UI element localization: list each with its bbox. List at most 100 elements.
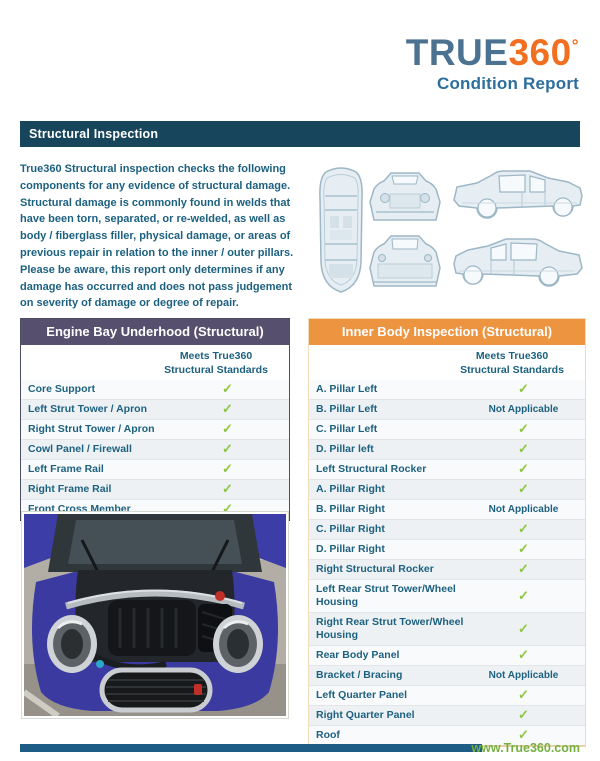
component-label: Right Structural Rocker (316, 563, 434, 575)
left-headlight (47, 615, 97, 673)
check-icon: ✓ (518, 587, 529, 603)
right-headlight (213, 615, 263, 673)
status-cell: ✓ (180, 482, 275, 496)
check-icon: ✓ (222, 501, 233, 516)
component-label: Right Strut Tower / Apron (28, 423, 155, 435)
diagram-front-view (369, 172, 441, 221)
status-cell: ✓ (476, 622, 571, 636)
engine-bay-table-title: Engine Bay Underhood (Structural) (21, 319, 289, 345)
section-header-bar: Structural Inspection (20, 121, 580, 147)
status-cell: ✓ (180, 401, 275, 416)
check-icon: ✓ (518, 441, 529, 456)
table-row: Bracket / Bracing Not Applicable (309, 665, 585, 685)
component-label: D. Pillar left (316, 443, 374, 455)
check-icon: ✓ (518, 381, 529, 396)
component-label: Rear Body Panel (316, 649, 400, 661)
status-cell: ✓ (476, 647, 571, 662)
status-cell: ✓ (476, 441, 571, 456)
component-label: A. Pillar Left (316, 383, 378, 395)
component-label: B. Pillar Right (316, 503, 385, 515)
engine-bay-table: Engine Bay Underhood (Structural) Meets … (20, 318, 290, 521)
table-row: Right Structural Rocker ✓ (309, 559, 585, 579)
status-cell: ✓ (476, 522, 571, 536)
component-label: Left Strut Tower / Apron (28, 403, 147, 415)
status-cell: Not Applicable (476, 503, 571, 516)
footer-website-link[interactable]: www.True360.com (471, 741, 580, 755)
check-icon: ✓ (222, 381, 233, 396)
diagram-side-view-right (453, 170, 583, 219)
status-cell: ✓ (180, 421, 275, 436)
component-label: C. Pillar Left (316, 423, 378, 435)
standards-line1: Meets True360 (179, 350, 253, 362)
component-label: Right Frame Rail (28, 483, 112, 495)
inner-body-table-title: Inner Body Inspection (Structural) (309, 319, 585, 345)
check-icon: ✓ (222, 401, 233, 416)
status-cell: Not Applicable (476, 403, 571, 416)
table-row: Rear Body Panel ✓ (309, 645, 585, 665)
check-icon: ✓ (518, 461, 529, 476)
intro-paragraph: True360 Structural inspection checks the… (20, 163, 294, 310)
diagram-side-view-left (453, 238, 583, 287)
component-label: Right Rear Strut Tower/Wheel Housing (316, 616, 464, 641)
table-row: Right Frame Rail ✓ (21, 479, 289, 499)
table-row: Core Support ✓ (21, 380, 289, 399)
table-row: B. Pillar Left Not Applicable (309, 399, 585, 419)
standards-line2: Structural Standards (164, 363, 268, 376)
diagram-top-view (319, 167, 363, 293)
status-cell: ✓ (476, 482, 571, 496)
not-applicable-text: Not Applicable (488, 504, 559, 515)
not-applicable-text: Not Applicable (488, 404, 559, 415)
status-cell: ✓ (180, 462, 275, 476)
component-label: Cowl Panel / Firewall (28, 443, 132, 455)
table-row: Left Quarter Panel ✓ (309, 685, 585, 705)
diagram-rear-view (369, 235, 441, 287)
engine-bay-rows: Core Support ✓ Left Strut Tower / Apron … (21, 380, 289, 519)
component-label: Roof (316, 729, 340, 741)
table-row: Right Quarter Panel ✓ (309, 705, 585, 725)
component-label: Left Frame Rail (28, 463, 104, 475)
component-label: A. Pillar Right (316, 483, 385, 495)
table-row: Roof ✓ (309, 725, 585, 745)
check-icon: ✓ (518, 687, 529, 702)
logo-subtitle: Condition Report (436, 74, 579, 93)
check-icon: ✓ (518, 541, 529, 556)
status-cell: ✓ (476, 687, 571, 702)
not-applicable-text: Not Applicable (488, 670, 559, 681)
check-icon: ✓ (222, 441, 233, 456)
status-cell: ✓ (476, 562, 571, 576)
standards-line1: Meets True360 (475, 350, 549, 362)
status-cell: ✓ (180, 501, 275, 516)
logo-degree-symbol: ° (571, 36, 579, 55)
check-icon: ✓ (222, 421, 233, 436)
check-icon: ✓ (518, 647, 529, 662)
status-cell: Not Applicable (476, 669, 571, 682)
table-row: B. Pillar Right Not Applicable (309, 499, 585, 519)
component-label: D. Pillar Right (316, 543, 385, 555)
check-icon: ✓ (518, 707, 529, 722)
logo-true-text: TRUE (405, 32, 509, 73)
check-icon: ✓ (518, 727, 529, 742)
status-cell: ✓ (180, 381, 275, 396)
component-label: B. Pillar Left (316, 403, 378, 415)
table-row: Right Rear Strut Tower/Wheel Housing ✓ (309, 612, 585, 645)
table-row: Left Rear Strut Tower/Wheel Housing ✓ (309, 579, 585, 612)
table-row: Left Strut Tower / Apron ✓ (21, 399, 289, 419)
standards-column-header: Meets True360 Structural Standards (149, 350, 283, 377)
status-cell: ✓ (476, 381, 571, 396)
status-cell: ✓ (180, 441, 275, 456)
logo-360-text: 360 (508, 32, 572, 73)
standards-column-header: Meets True360 Structural Standards (445, 350, 579, 377)
inner-body-rows: A. Pillar Left ✓ B. Pillar Left Not Appl… (309, 380, 585, 745)
section-title: Structural Inspection (29, 127, 159, 141)
component-label: Left Rear Strut Tower/Wheel Housing (316, 583, 456, 608)
table-row: Right Strut Tower / Apron ✓ (21, 419, 289, 439)
table-row: D. Pillar left ✓ (309, 439, 585, 459)
inner-body-table: Inner Body Inspection (Structural) Meets… (308, 318, 586, 747)
table-row: Left Frame Rail ✓ (21, 459, 289, 479)
component-label: Right Quarter Panel (316, 709, 415, 721)
status-cell: ✓ (476, 727, 571, 742)
body-frame-views-image (319, 167, 583, 293)
component-label: Core Support (28, 383, 96, 395)
logo-wordmark: TRUE360° (406, 34, 579, 71)
